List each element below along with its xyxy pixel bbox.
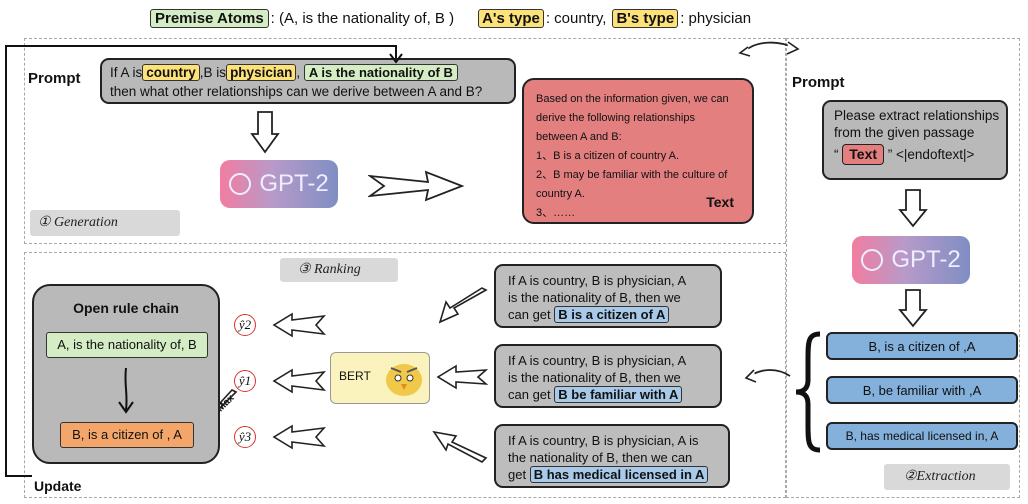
score-2-arrow-icon	[272, 368, 327, 394]
ranking-candidate-1: If A is country, B is physician, A is th…	[494, 264, 722, 328]
extracted-item-2: B, be familiar with ,A	[826, 376, 1018, 404]
ranking-candidate-3: If A is country, B is physician, A is th…	[494, 424, 730, 488]
ranking-section-label: ③ Ranking	[280, 258, 398, 282]
gpt2-generation-model: GPT-2	[220, 160, 338, 208]
relation-highlight: A is the nationality of B	[303, 64, 458, 81]
candidate-1-arrow-icon	[438, 287, 488, 324]
open-rule-chain-box: Open rule chain A, is the nationality of…	[32, 284, 220, 464]
country-highlight: country	[142, 64, 200, 81]
extraction-prompt-label: Prompt	[792, 74, 845, 91]
rule-chain-down-arrow-icon	[118, 367, 134, 414]
candidate-3-line-1: If A is country, B is physician, A is	[508, 433, 699, 448]
generated-line-5: 2、B may be familiar with the culture of	[536, 169, 728, 181]
extraction-prompt-box: Please extract relationships from the gi…	[822, 100, 1008, 180]
down-arrow-extraction-1-icon	[898, 189, 928, 228]
candidate-3-pre: get	[508, 467, 527, 482]
right-arrow-icon	[368, 170, 465, 202]
b-type-label: B's type	[612, 8, 679, 28]
candidate-1-line-2: is the nationality of B, then we	[508, 290, 681, 305]
swap-arrow-top-icon	[738, 41, 800, 57]
candidate-2-line-1: If A is country, B is physician, A	[508, 353, 687, 368]
bert-model: BERT	[330, 352, 430, 404]
down-arrow-extraction-2-icon	[898, 289, 928, 328]
generated-line-1: Based on the information given, we can	[536, 93, 729, 105]
prompt-text-comma: ,	[296, 65, 301, 80]
quote-close: ” <|endoftext|>	[887, 147, 975, 162]
gpt2-extraction-label: GPT-2	[891, 246, 961, 273]
ranking-candidate-2: If A is country, B is physician, A is th…	[494, 344, 722, 408]
curly-brace-icon	[795, 331, 821, 453]
candidate-2-line-2: is the nationality of B, then we	[508, 370, 681, 385]
rule-chain-derived: B, is a citizen of , A	[60, 422, 194, 448]
header: Premise Atoms : (A, is the nationality o…	[150, 6, 900, 30]
score-y3: ŷ3	[234, 426, 256, 448]
candidate-2-highlight: B be familiar with A	[554, 386, 683, 403]
candidate-2-arrow-icon	[436, 364, 488, 390]
premise-atoms-value: : (A, is the nationality of, B )	[270, 9, 455, 27]
b-type-value: : physician	[680, 9, 752, 27]
extraction-text-tag: Text	[842, 144, 885, 165]
gpt2-extraction-model: GPT-2	[852, 236, 970, 284]
candidate-3-line-3: get B has medical licensed in A	[508, 466, 720, 483]
score-y2: ŷ2	[234, 314, 256, 336]
generated-line-6: country A.	[536, 188, 585, 200]
score-3-arrow-icon	[272, 424, 327, 450]
physician-highlight: physician	[226, 64, 297, 81]
candidate-2-pre: can get	[508, 387, 551, 402]
candidate-1-line-1: If A is country, B is physician, A	[508, 273, 687, 288]
prompt-text-pre: If A is	[110, 65, 143, 80]
extraction-panel	[786, 38, 1020, 498]
prompt-text-mid: ,B is	[199, 65, 227, 80]
ranking-panel	[24, 252, 786, 498]
candidate-1-pre: can get	[508, 307, 551, 322]
bert-label: BERT	[339, 369, 371, 383]
extracted-item-3: B, has medical licensed in, A	[826, 422, 1018, 450]
generation-prompt-label: Prompt	[28, 70, 81, 87]
extracted-item-1: B, is a citizen of ,A	[826, 332, 1018, 360]
score-1-arrow-icon	[272, 312, 327, 338]
swap-arrow-bottom-icon	[744, 369, 791, 383]
generated-line-4: 1、B is a citizen of country A.	[536, 150, 680, 162]
extraction-prompt-line3: “ Text ” <|endoftext|>	[834, 144, 996, 165]
score-y1: ŷ1	[234, 370, 256, 392]
candidate-3-line-2: the nationality of B, then we can	[508, 450, 693, 465]
generation-section-label: ① Generation	[30, 210, 180, 236]
extraction-section-label: ②Extraction	[884, 464, 1010, 490]
a-type-value: : country,	[545, 9, 607, 27]
down-arrow-icon	[250, 111, 280, 154]
quote-open: “	[834, 147, 839, 162]
openai-logo-icon	[229, 173, 252, 195]
candidate-2-line-3: can get B be familiar with A	[508, 386, 712, 403]
generation-panel	[24, 38, 786, 244]
candidate-3-highlight: B has medical licensed in A	[529, 466, 709, 483]
premise-atoms-label: Premise Atoms	[150, 8, 269, 28]
openai-logo-2-icon	[861, 249, 884, 271]
generation-prompt-line2: then what other relationships can we der…	[110, 84, 483, 99]
candidate-1-line-3: can get B is a citizen of A	[508, 306, 712, 323]
generated-text-tag: Text	[706, 194, 734, 210]
candidate-1-highlight: B is a citizen of A	[554, 306, 670, 323]
rule-chain-title: Open rule chain	[73, 300, 179, 316]
generated-text-box: Based on the information given, we can d…	[522, 78, 754, 224]
update-label: Update	[34, 478, 82, 494]
extraction-prompt-line2: from the given passage	[834, 125, 975, 140]
generated-line-2: derive the following relationships	[536, 112, 695, 124]
rule-chain-premise: A, is the nationality of, B	[46, 332, 208, 358]
generated-line-3: between A and B:	[536, 131, 622, 143]
extraction-prompt-line1: Please extract relationships	[834, 108, 1000, 123]
gpt2-label: GPT-2	[259, 170, 329, 197]
a-type-label: A's type	[478, 8, 544, 28]
candidate-3-arrow-icon	[432, 430, 488, 463]
bert-face-icon	[386, 364, 422, 396]
generated-line-7: 3、……	[536, 207, 576, 219]
